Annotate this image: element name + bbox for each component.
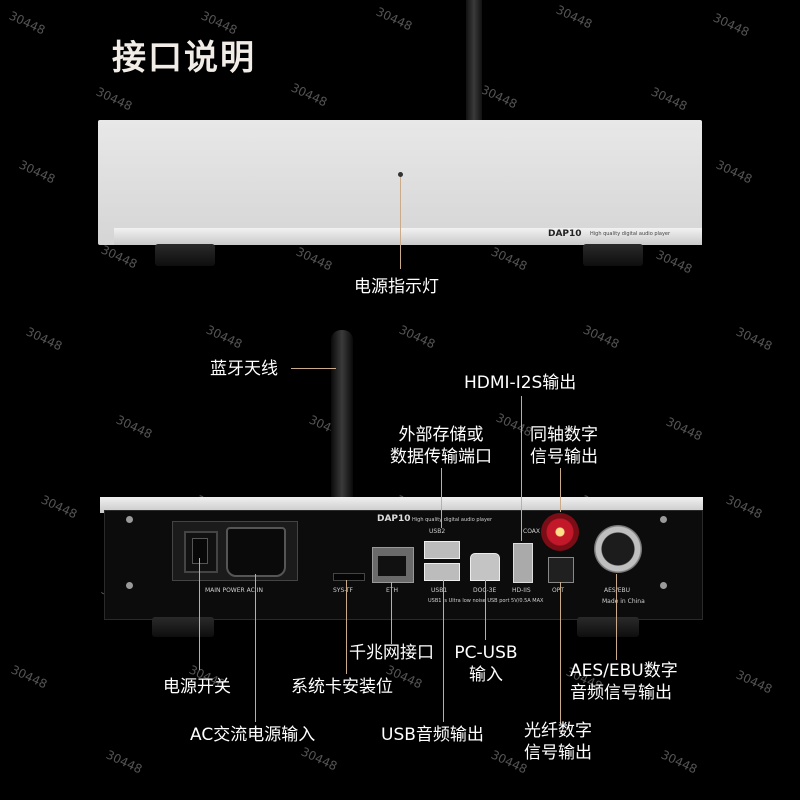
callout-coax-line2: 信号输出 (530, 447, 598, 467)
watermark: 30448 (103, 747, 145, 777)
leader-line (441, 468, 442, 528)
usb2-label: USB2 (429, 528, 446, 535)
callout-optical-line2: 信号输出 (524, 743, 592, 763)
front-device-lip (114, 228, 702, 245)
page-title: 接口说明 (112, 38, 256, 78)
hdmi-label: HD-IIS (512, 587, 531, 594)
coax-port (541, 513, 579, 551)
rear-tagline: High quality digital audio player (412, 517, 493, 523)
sys-tf-slot (333, 573, 365, 581)
ac-inlet (226, 527, 286, 577)
watermark: 30448 (373, 4, 415, 34)
made-in-label: Made in China (602, 598, 645, 605)
watermark: 30448 (203, 322, 245, 352)
leader-line (443, 580, 444, 722)
leader-line (255, 574, 256, 722)
callout-pc-usb-line1: PC-USB (454, 643, 518, 663)
power-switch-rocker (192, 538, 208, 564)
watermark: 30448 (658, 747, 700, 777)
leader-line (391, 582, 392, 644)
callout-gigabit: 千兆网接口 (349, 643, 434, 663)
screw (126, 516, 133, 523)
ethernet-port-inner (378, 556, 406, 576)
leader-line (199, 558, 200, 670)
screw (660, 582, 667, 589)
watermark: 30448 (723, 492, 765, 522)
watermark: 30448 (288, 80, 330, 110)
screw (126, 582, 133, 589)
power-port-label: MAIN POWER AC IN (205, 587, 263, 594)
hdmi-port (513, 543, 533, 583)
usb1-port (424, 563, 460, 581)
watermark: 30448 (16, 157, 58, 187)
front-foot-left (155, 244, 215, 266)
rear-model-label: DAP10 (377, 514, 411, 524)
watermark: 30448 (713, 157, 755, 187)
coax-label: COAX (523, 528, 541, 535)
optical-port (548, 557, 574, 583)
rear-foot-left (152, 617, 214, 637)
callout-optical-line1: 光纤数字 (524, 721, 592, 741)
callout-pc-usb-line2: 输入 (469, 665, 503, 685)
watermark: 30448 (488, 244, 530, 274)
callout-ac-input: AC交流电源输入 (190, 725, 316, 745)
screw (660, 516, 667, 523)
front-tagline: High quality digital audio player (590, 231, 671, 237)
watermark: 30448 (113, 412, 155, 442)
callout-coax-line1: 同轴数字 (530, 425, 598, 445)
callout-power-switch: 电源开关 (163, 677, 231, 697)
watermark: 30448 (493, 410, 535, 440)
callout-storage-line1: 外部存储或 (398, 425, 484, 445)
rear-device-top (100, 497, 703, 513)
rear-foot-right (577, 617, 639, 637)
callout-bt-antenna: 蓝牙天线 (210, 359, 278, 379)
callout-storage-line2: 数据传输端口 (390, 447, 492, 467)
usb-b-port (470, 553, 500, 581)
watermark: 30448 (298, 744, 340, 774)
aes-ebu-port (594, 525, 642, 573)
watermark: 30448 (580, 322, 622, 352)
leader-line (485, 580, 486, 640)
leader-line (560, 582, 561, 722)
watermark: 30448 (293, 244, 335, 274)
callout-usb-audio: USB音频输出 (381, 725, 484, 745)
leader-line (616, 574, 617, 660)
callout-sys-card: 系统卡安装位 (291, 677, 393, 697)
watermark: 30448 (478, 82, 520, 112)
front-foot-right (583, 244, 643, 266)
watermark: 30448 (6, 8, 48, 38)
watermark: 30448 (648, 84, 690, 114)
callout-power-indicator: 电源指示灯 (354, 277, 439, 297)
callout-aes-line1: AES/EBU数字 (570, 661, 678, 681)
watermark: 30448 (653, 247, 695, 277)
watermark: 30448 (8, 662, 50, 692)
front-model-label: DAP10 (548, 229, 582, 239)
aes-label: AES/EBU (604, 587, 631, 594)
watermark: 30448 (396, 322, 438, 352)
watermark: 30448 (733, 324, 775, 354)
callout-hdmi-i2s: HDMI-I2S输出 (464, 373, 577, 393)
watermark: 30448 (38, 492, 80, 522)
watermark: 30448 (553, 2, 595, 32)
watermark: 30448 (710, 10, 752, 40)
usb1-label: USB1 (431, 587, 448, 594)
leader-line (400, 177, 401, 269)
watermark: 30448 (733, 667, 775, 697)
leader-line (560, 468, 561, 512)
pc-usb-label: DOC-3E (473, 587, 496, 594)
sys-tf-label: SYS-TF (333, 587, 354, 594)
watermark: 30448 (23, 324, 65, 354)
leader-line (291, 368, 336, 369)
leader-line (521, 396, 522, 541)
leader-line (346, 580, 347, 674)
antenna-top (466, 0, 482, 124)
power-indicator-led (398, 172, 403, 177)
opt-label: OPT (552, 587, 565, 594)
watermark: 30448 (663, 414, 705, 444)
watermark: 30448 (98, 242, 140, 272)
watermark: 30448 (93, 84, 135, 114)
usb2-port (424, 541, 460, 559)
callout-aes-line2: 音频信号输出 (570, 683, 672, 703)
